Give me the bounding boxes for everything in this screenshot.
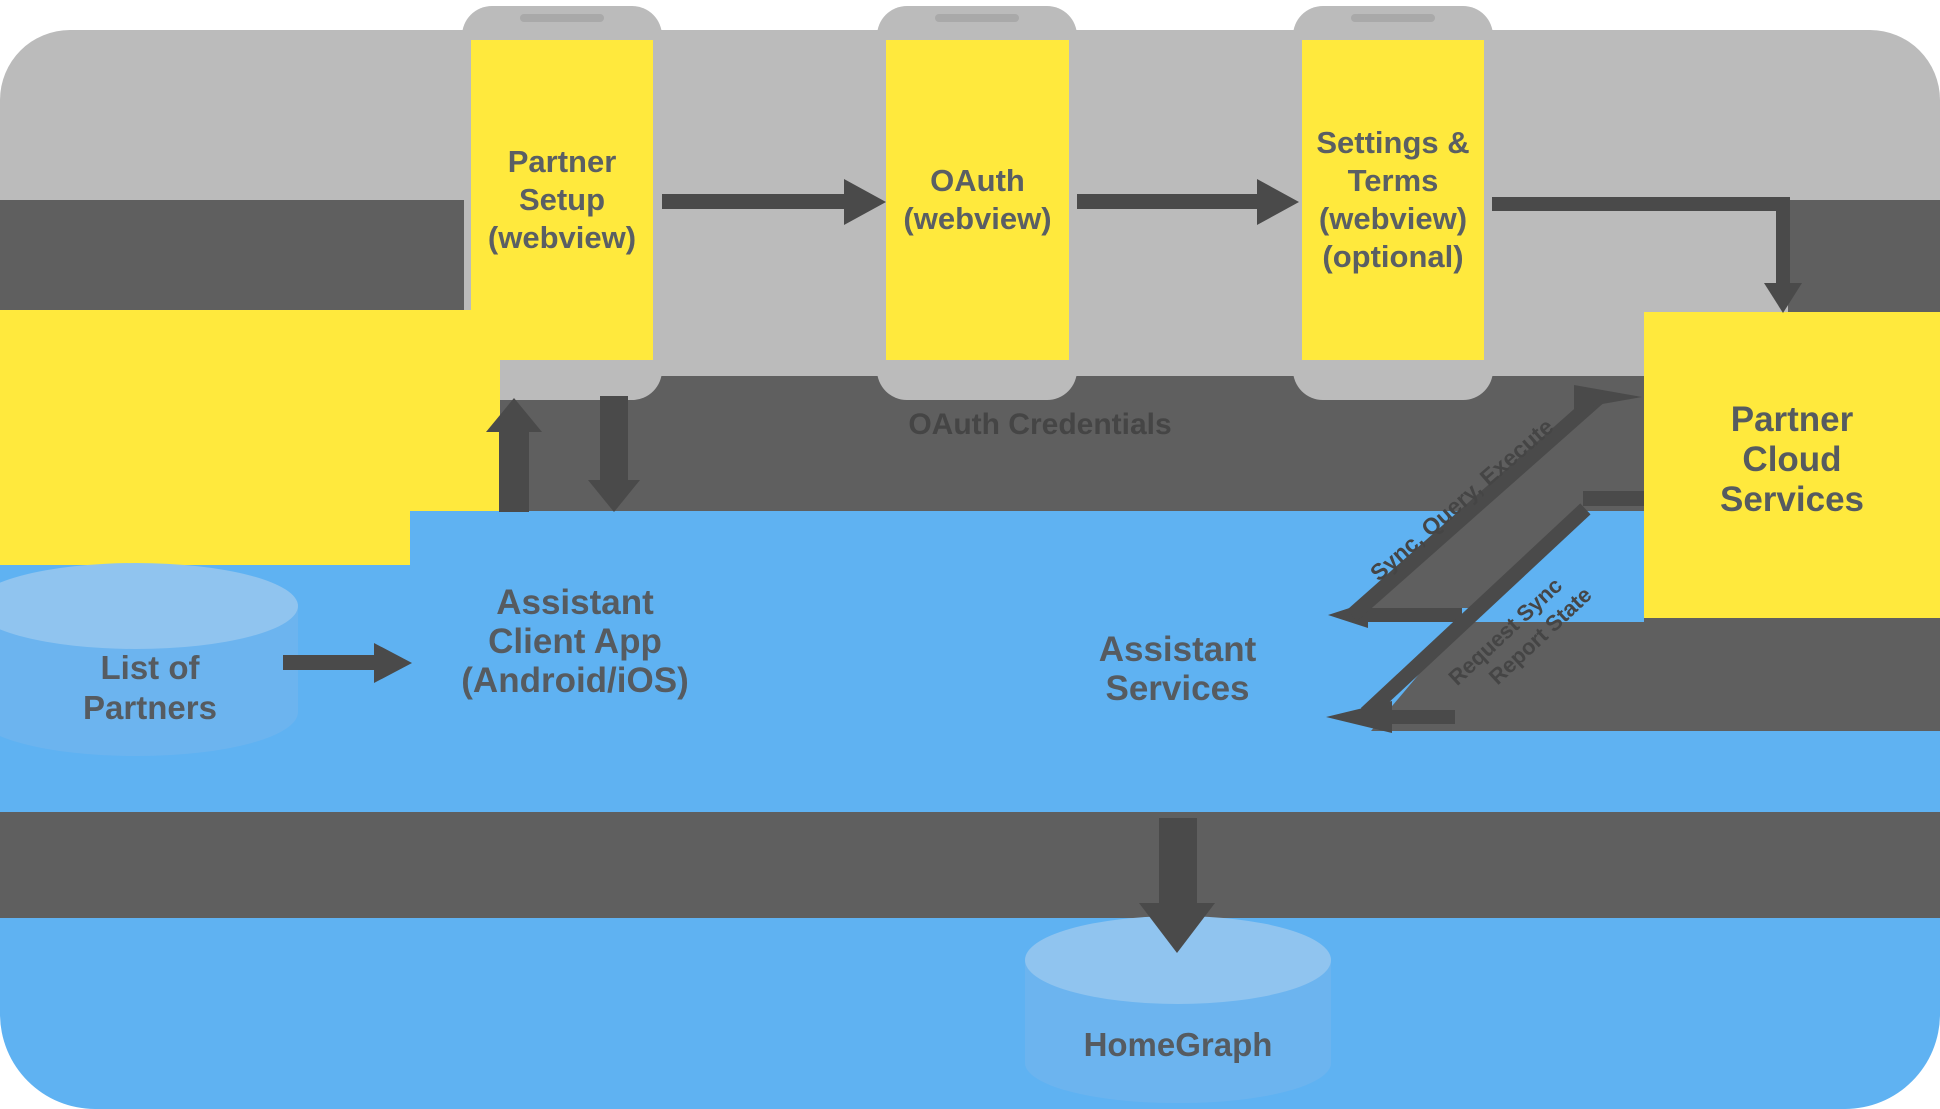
settings-terms-label-line: Terms [1347, 163, 1439, 198]
list-of-partners-label-line: List of [100, 649, 200, 686]
arrowhead-right-icon [1574, 385, 1642, 409]
assistant-client-line: Assistant [496, 583, 654, 622]
assistant-area-right [1644, 731, 1940, 812]
partner-cloud-label-line: Cloud [1742, 440, 1842, 479]
partner-cloud-services-box: Partner Cloud Services [1644, 312, 1940, 618]
arrow-launch-webview-shaft [499, 430, 529, 512]
dark-under-cloud-box [1644, 618, 1940, 731]
arrow-assistant-to-cloud-start [1360, 608, 1462, 622]
list-of-partners-cylinder-top [0, 563, 298, 649]
arrowhead-right-icon [844, 179, 886, 225]
arrow-settings-to-cloud-horizontal [1492, 197, 1788, 211]
settings-terms-screen: Settings & Terms (webview) (optional) [1302, 40, 1484, 360]
list-of-partners-label-line: Partners [83, 689, 217, 726]
assistant-client-line: (Android/iOS) [461, 661, 689, 700]
arrow-oauth-credentials-shaft [600, 396, 628, 482]
partner-cloud-label-line: Services [1719, 480, 1865, 519]
partner-setup-label-line: Partner [507, 144, 617, 179]
arrowhead-down-icon [1139, 903, 1215, 953]
partner-setup-label-line: (webview) [487, 220, 637, 255]
speaker-slit-icon [520, 14, 604, 22]
homegraph-label: HomeGraph [1083, 1026, 1273, 1063]
speaker-slit-icon [935, 14, 1019, 22]
arrowhead-up-icon [486, 398, 542, 432]
arrowhead-left-icon [1326, 701, 1392, 733]
oauth-credentials-label: OAuth Credentials [908, 408, 1172, 441]
settings-terms-label-line: Settings & [1316, 125, 1470, 160]
speaker-slit-icon [1351, 14, 1435, 22]
partner-cloud-label-line: Partner [1730, 400, 1854, 439]
assistant-services-line: Assistant [1098, 630, 1257, 669]
partner-setup-screen: Partner Setup (webview) [471, 40, 653, 360]
arrowhead-right-icon [1257, 179, 1299, 225]
settings-terms-label-line: (optional) [1322, 239, 1464, 274]
phone-frame-2-top [877, 6, 1077, 40]
arrow-list-to-client [283, 655, 378, 670]
assistant-client-app-label: Assistant Client App (Android/iOS) [410, 583, 740, 700]
arrowhead-right-icon [374, 643, 412, 683]
assistant-client-line: Client App [488, 622, 662, 661]
settings-terms-label-line: (webview) [1318, 201, 1468, 236]
assistant-services-line: Services [1105, 669, 1250, 708]
arrow-assistant-to-homegraph [1159, 818, 1197, 906]
arrow-oauth-to-settings [1077, 194, 1257, 209]
phone-frame-1-top [462, 6, 662, 40]
arrow-partner-setup-to-oauth [662, 194, 844, 209]
oauth-screen: OAuth (webview) [886, 40, 1069, 360]
partner-setup-label-line: Setup [518, 182, 606, 217]
arrowhead-down-icon [588, 480, 640, 512]
oauth-label-line: OAuth [930, 163, 1025, 198]
oauth-label-line: (webview) [903, 201, 1052, 236]
assistant-services-label: Assistant Services [1040, 630, 1315, 708]
phone-frame-3-top [1293, 6, 1493, 40]
arrow-settings-to-cloud-vertical [1776, 197, 1790, 285]
arrowhead-down-icon [1764, 283, 1802, 313]
bottom-blue-band [0, 918, 1940, 1109]
arrow-cloud-to-assistant-connector [1583, 491, 1644, 506]
